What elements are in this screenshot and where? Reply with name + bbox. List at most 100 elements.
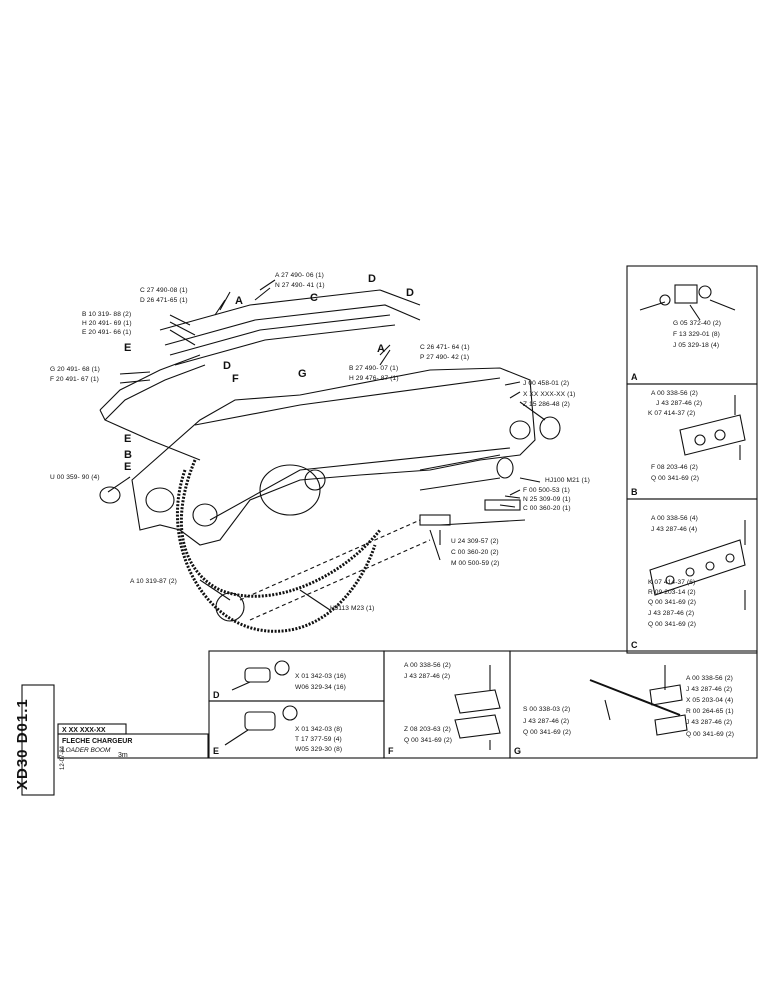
- label-m00500-59: M 00 500-59 (2): [451, 560, 500, 567]
- panel-g-a00338: A 00 338-56 (2): [686, 675, 733, 682]
- panel-b-clamp: [679, 414, 746, 456]
- hose-a10319-2: [175, 469, 377, 633]
- label-b27490-07: B 27 490- 07 (1): [349, 365, 399, 372]
- panel-g-bracket: [589, 679, 681, 716]
- label-h29476-87: H 29 476- 87 (1): [349, 375, 399, 382]
- title-size: 3m: [118, 752, 128, 759]
- callout-e-low: E: [124, 461, 132, 473]
- panel-e-fitting: [244, 711, 276, 731]
- panel-f-clamp: [454, 689, 501, 714]
- panel-a-j05329: J 05 329-18 (4): [673, 342, 720, 349]
- panel-c-j43287a: J 43 287-46 (4): [651, 526, 698, 533]
- panel-c-letter: C: [631, 640, 638, 650]
- label-a27490-06: A 27 490- 06 (1): [275, 272, 324, 279]
- panel-b-k07414: K 07 414-37 (2): [648, 410, 696, 417]
- title-english: LOADER BOOM: [62, 747, 111, 754]
- panel-c-clamp: [649, 539, 746, 596]
- panel-e-w05329: W05 329-30 (8): [295, 746, 343, 753]
- panel-g-j43287b: J 43 287-46 (2): [686, 719, 733, 726]
- panel-a-letter: A: [631, 372, 638, 382]
- title-code-frame: [21, 684, 55, 796]
- callout-b: B: [124, 449, 132, 461]
- callout-e-mid: E: [124, 433, 132, 445]
- callout-a-right: A: [377, 343, 385, 355]
- label-u24309-57: U 24 309-57 (2): [451, 538, 499, 545]
- label-f20491-67: F 20 491- 67 (1): [50, 376, 99, 383]
- panel-d-fitting: [244, 667, 271, 683]
- panel-c-j43287b: J 43 287-46 (2): [648, 610, 695, 617]
- panel-f-j43287: J 43 287-46 (2): [404, 673, 451, 680]
- panel-e-t17377: T 17 377-59 (4): [295, 736, 342, 743]
- label-f00500-53: F 00 500-53 (1): [523, 487, 570, 494]
- panel-g-q00341a: Q 00 341-69 (2): [686, 731, 735, 738]
- boom-mid-edge: [209, 447, 511, 521]
- bushing-z15286: [539, 416, 561, 440]
- panel-g-frame: [509, 650, 758, 759]
- panel-f-q00341: Q 00 341-69 (2): [404, 737, 453, 744]
- label-a10319-87: A 10 319-87 (2): [130, 578, 177, 585]
- panel-c-q00341a: Q 00 341-69 (2): [648, 599, 697, 606]
- label-c27490-08: C 27 490-08 (1): [140, 287, 188, 294]
- callout-f: F: [232, 373, 239, 385]
- label-hj113: HJ113 M23 (1): [330, 605, 375, 612]
- callout-c: C: [310, 292, 318, 304]
- panel-g-x05203: X 05 203-04 (4): [686, 697, 734, 704]
- panel-f-letter: F: [388, 746, 394, 756]
- panel-g-letter: G: [514, 746, 522, 756]
- panel-g-s00338: S 00 338-03 (2): [523, 706, 571, 713]
- panel-a-f13329: F 13 329-01 (8): [673, 331, 720, 338]
- tube-set-top: [159, 289, 421, 331]
- panel-b-a00338: A 00 338-56 (2): [651, 390, 698, 397]
- panel-e-x01342: X 01 342-03 (8): [295, 726, 343, 733]
- document-ref: X XX XXX-XX: [62, 727, 106, 734]
- panel-b-q00341: Q 00 341-69 (2): [651, 475, 700, 482]
- title-name-frame: [57, 733, 209, 759]
- title-french: FLECHE CHARGEUR: [62, 738, 133, 745]
- label-c26471-64: C 26 471- 64 (1): [420, 344, 470, 351]
- panel-e-letter: E: [213, 746, 220, 756]
- panel-a-block: [674, 284, 698, 304]
- label-c00360-20b: C 00 360-20 (2): [451, 549, 499, 556]
- panel-g-q00341b: Q 00 341-69 (2): [523, 729, 572, 736]
- panel-c-q00341b: Q 00 341-69 (2): [648, 621, 697, 628]
- label-u00359-90: U 00 359- 90 (4): [50, 474, 100, 481]
- label-n25309-09: N 25 309-09 (1): [523, 496, 571, 503]
- panel-g-r00264: R 00 264-65 (1): [686, 708, 734, 715]
- panel-g-j43287a: J 43 287-46 (2): [686, 686, 733, 693]
- panel-c-r09203: R 09 203-14 (2): [648, 589, 696, 596]
- pin-m00500: [419, 514, 451, 526]
- panel-b-j43287: J 43 287-46 (2): [656, 400, 703, 407]
- panel-b-f08203: F 08 203-46 (2): [651, 464, 698, 471]
- panel-b-letter: B: [631, 487, 638, 497]
- panel-g-j43287c: J 43 287-46 (2): [523, 718, 570, 725]
- document-code: XD30 D01.1: [14, 698, 31, 790]
- label-b10319-88: B 10 319- 88 (2): [82, 311, 132, 318]
- label-e20491-66: E 20 491- 66 (1): [82, 329, 132, 336]
- callout-e-top: E: [124, 342, 132, 354]
- boom-top-edge: [194, 377, 501, 426]
- panel-a-g05372: G 05 372-40 (2): [673, 320, 722, 327]
- panel-c-a00338: A 00 338-56 (4): [651, 515, 698, 522]
- panel-d-x01342: X 01 342-03 (16): [295, 673, 347, 680]
- label-n27490-41: N 27 490- 41 (1): [275, 282, 325, 289]
- label-j00458-01: J 00 458-01 (2): [523, 380, 570, 387]
- panel-d-w06329: W06 329-34 (16): [295, 684, 346, 691]
- panel-f-a00338: A 00 338-56 (2): [404, 662, 451, 669]
- boom-cross-tube: [259, 464, 321, 516]
- boom-pivot-left: [145, 487, 175, 513]
- callout-g: G: [298, 368, 307, 380]
- callout-d-top1: D: [368, 273, 376, 285]
- boom-pivot-right: [509, 420, 531, 440]
- panel-f-z08203: Z 08 203-63 (2): [404, 726, 451, 733]
- label-hj100: HJ100 M21 (1): [545, 477, 590, 484]
- callout-a-top: A: [235, 295, 243, 307]
- panel-c-frame: [626, 498, 758, 654]
- bushing-u00359: [99, 486, 121, 504]
- label-d26471-65: D 26 471-65 (1): [140, 297, 188, 304]
- label-c00360-20a: C 00 360-20 (1): [523, 505, 571, 512]
- callout-d-mid: D: [223, 360, 231, 372]
- label-z15286-48: Z 15 286-48 (2): [523, 401, 570, 408]
- label-xxxx: X XX XXX-XX (1): [523, 391, 576, 398]
- hose-a10319-1: [179, 459, 382, 598]
